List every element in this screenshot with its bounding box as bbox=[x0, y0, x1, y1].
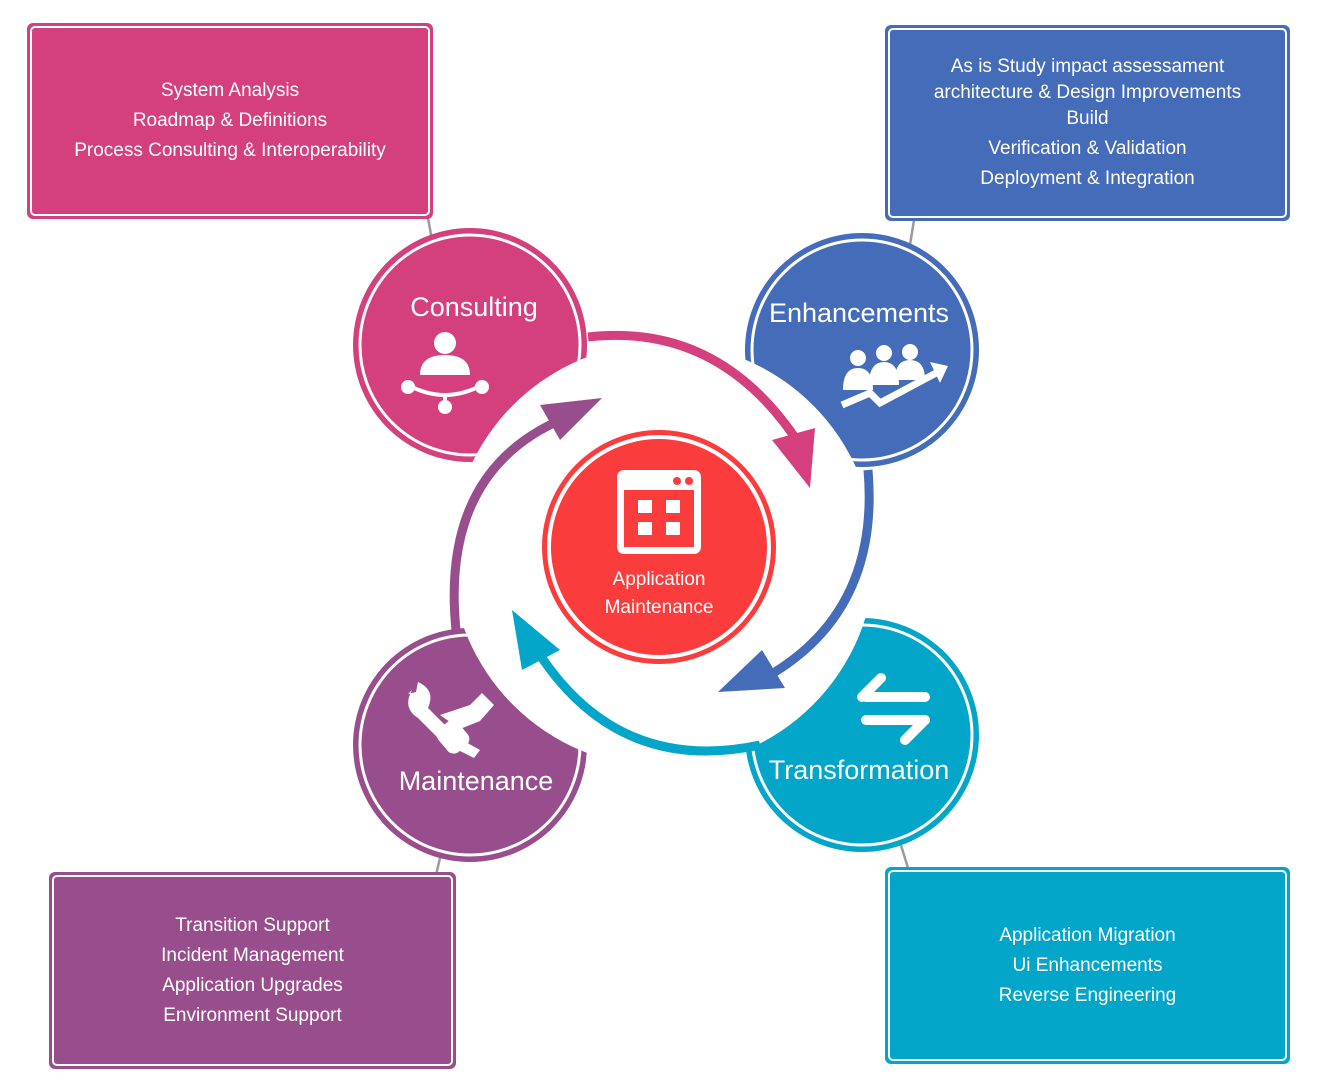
list-item: Process Consulting & Interoperability bbox=[74, 140, 386, 161]
info-box-enhancements: As is Study impact assessament architect… bbox=[885, 25, 1290, 221]
arrowhead-purple bbox=[540, 398, 602, 440]
team-growth-icon bbox=[840, 344, 948, 409]
arrow-transformation-to-maintenance bbox=[536, 652, 761, 756]
stage-title-enhancements: Enhancements bbox=[769, 298, 949, 328]
list-item: Roadmap & Definitions bbox=[132, 110, 328, 131]
list-item: Environment Support bbox=[163, 1004, 342, 1026]
stage-title-maintenance: Maintenance bbox=[399, 766, 554, 796]
info-box-maintenance: Transition Support Incident Management A… bbox=[49, 872, 456, 1069]
list-item: Application Migration bbox=[999, 924, 1176, 946]
arrow-consulting-to-enhancements bbox=[587, 330, 804, 448]
arrowhead-blue bbox=[718, 650, 785, 692]
list-item: As is Study impact assessament bbox=[950, 56, 1225, 77]
list-item: Verification & Validation bbox=[988, 138, 1187, 159]
exchange-arrows-icon bbox=[857, 673, 930, 745]
info-box-transformation: Application Migration Ui Enhancements Re… bbox=[885, 867, 1290, 1064]
list-item: Ui Enhancements bbox=[1012, 954, 1163, 976]
center-title-line2: Maintenance bbox=[605, 597, 714, 618]
list-item: architecture & Design Improvements bbox=[933, 82, 1242, 103]
stage-title-consulting: Consulting bbox=[410, 292, 538, 322]
list-item: Build bbox=[1066, 108, 1109, 129]
info-box-maintenance-list: Transition Support Incident Management A… bbox=[52, 875, 453, 1066]
arrowhead-pink bbox=[772, 428, 815, 488]
consultant-network-icon bbox=[401, 332, 489, 414]
arrow-maintenance-to-consulting bbox=[449, 413, 567, 631]
stage-title-transformation: Transformation bbox=[769, 755, 950, 785]
app-grid-icon bbox=[617, 470, 701, 554]
list-item: Application Upgrades bbox=[162, 974, 343, 996]
list-item: Deployment & Integration bbox=[980, 168, 1195, 189]
info-box-enhancements-list: As is Study impact assessament architect… bbox=[888, 28, 1287, 218]
list-item: Reverse Engineering bbox=[998, 984, 1177, 1006]
center-title-line1: Application bbox=[613, 569, 706, 590]
list-item: Incident Management bbox=[161, 944, 344, 966]
arrowhead-teal bbox=[512, 610, 560, 670]
wrench-hand-icon bbox=[408, 682, 494, 758]
arrow-enhancements-to-transformation bbox=[767, 469, 874, 679]
info-box-consulting: System Analysis Roadmap & Definitions Pr… bbox=[27, 23, 433, 219]
info-box-transformation-list: Application Migration Ui Enhancements Re… bbox=[888, 870, 1287, 1061]
center-hub[interactable]: Application Maintenance bbox=[542, 430, 776, 664]
list-item: Transition Support bbox=[175, 914, 330, 936]
list-item: System Analysis bbox=[160, 80, 300, 101]
info-box-consulting-list: System Analysis Roadmap & Definitions Pr… bbox=[30, 26, 430, 216]
